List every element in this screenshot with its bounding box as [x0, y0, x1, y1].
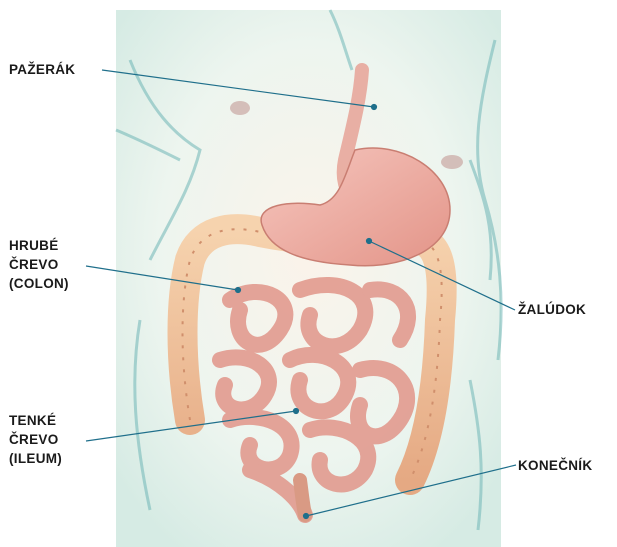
label-colon: HRUBÉ ČREVO (COLON) [9, 236, 69, 293]
leader-dot-colon [236, 288, 241, 293]
label-stomach: ŽALÚDOK [518, 300, 586, 319]
label-esophagus-text: PAŽERÁK [9, 60, 75, 79]
label-ileum-line-3: (ILEUM) [9, 449, 62, 468]
label-ileum-line-1: TENKÉ [9, 411, 62, 430]
label-colon-line-1: HRUBÉ [9, 236, 69, 255]
rectum [300, 480, 305, 515]
label-rectum-text: KONEČNÍK [518, 456, 592, 475]
leader-dot-esophagus [372, 105, 377, 110]
label-stomach-text: ŽALÚDOK [518, 300, 586, 319]
label-colon-line-3: (COLON) [9, 274, 69, 293]
label-ileum-line-2: ČREVO [9, 430, 62, 449]
label-ileum: TENKÉ ČREVO (ILEUM) [9, 411, 62, 468]
leader-dot-ileum [294, 409, 299, 414]
label-esophagus: PAŽERÁK [9, 60, 75, 79]
label-rectum: KONEČNÍK [518, 456, 592, 475]
leader-dot-rectum [304, 514, 309, 519]
label-colon-line-2: ČREVO [9, 255, 69, 274]
leader-dot-stomach [367, 239, 372, 244]
